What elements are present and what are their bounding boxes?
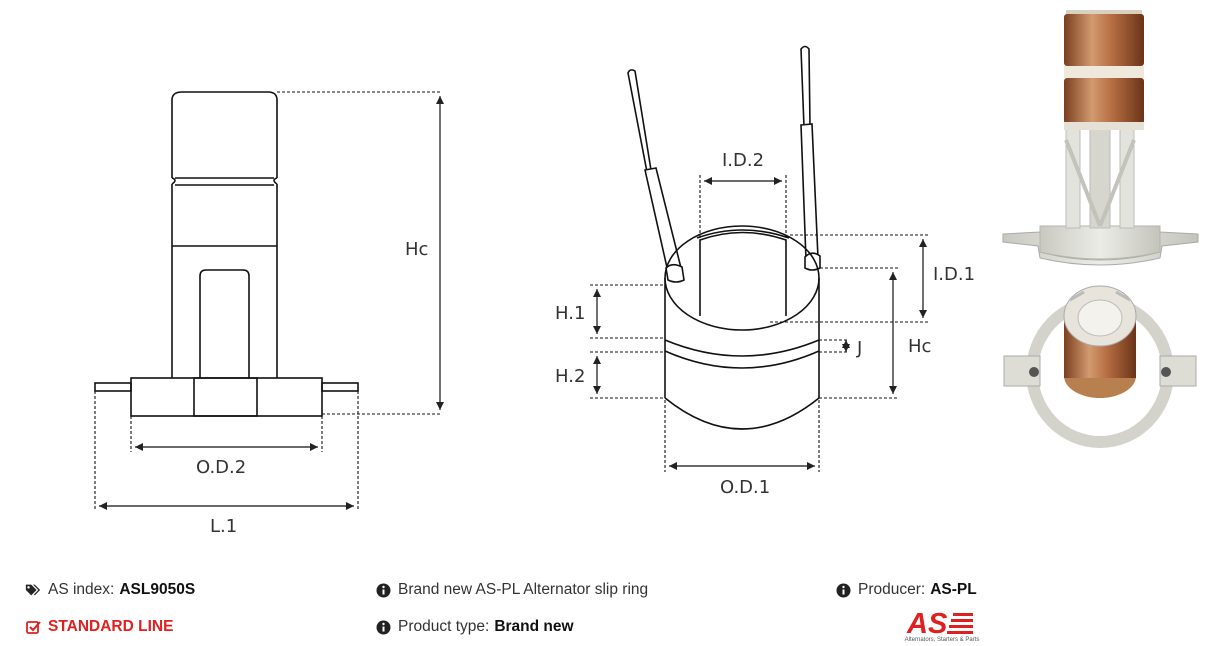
description-text: Brand new AS-PL Alternator slip ring bbox=[398, 581, 649, 598]
as-pl-logo: AS Alternators, Starters & Parts bbox=[887, 607, 997, 645]
product-type-label: Product type: bbox=[398, 618, 490, 635]
od2-label: O.D.2 bbox=[196, 457, 246, 478]
od1-label: O.D.1 bbox=[720, 477, 770, 498]
logo-tagline: Alternators, Starters & Parts bbox=[904, 637, 980, 643]
product-type-row: Product type: Brand new bbox=[375, 618, 574, 636]
as-logo-mark: AS bbox=[906, 608, 973, 640]
slip-ring-drawing bbox=[627, 45, 821, 430]
info-circle-icon bbox=[375, 619, 391, 635]
product-photo-top bbox=[1003, 285, 1197, 448]
as-index-label: AS index: bbox=[48, 581, 115, 598]
h2-label: H.2 bbox=[555, 366, 585, 387]
side-view-drawing bbox=[94, 91, 359, 417]
standard-line-text: STANDARD LINE bbox=[48, 618, 174, 635]
l1-label: L.1 bbox=[210, 516, 237, 537]
id2-label: I.D.2 bbox=[722, 150, 764, 171]
producer-value: AS-PL bbox=[930, 581, 977, 598]
slip-ring-technical-drawing: Hc O.D.2 L.1 bbox=[94, 10, 1199, 537]
hc-label-left: Hc bbox=[405, 239, 428, 260]
hc-label-right: Hc bbox=[908, 336, 931, 357]
as-index-value: ASL9050S bbox=[119, 581, 196, 598]
h1-label: H.1 bbox=[555, 303, 585, 324]
producer-label: Producer: bbox=[858, 581, 926, 598]
info-circle-icon bbox=[375, 582, 391, 598]
svg-text:AS: AS bbox=[906, 608, 948, 637]
product-photo-side bbox=[1002, 10, 1199, 266]
j-label: J bbox=[856, 338, 862, 359]
as-index-row: AS index: ASL9050S bbox=[25, 581, 195, 599]
side-view-dimensions bbox=[94, 91, 442, 510]
check-square-icon bbox=[25, 619, 41, 635]
tags-icon bbox=[25, 582, 41, 598]
product-type-value: Brand new bbox=[494, 618, 574, 635]
info-circle-icon bbox=[835, 582, 851, 598]
slip-ring-dimensions bbox=[590, 175, 928, 472]
standard-line-badge: STANDARD LINE bbox=[25, 618, 173, 636]
producer-row: Producer: AS-PL bbox=[835, 581, 977, 599]
description-row: Brand new AS-PL Alternator slip ring bbox=[375, 581, 648, 599]
id1-label: I.D.1 bbox=[933, 264, 975, 285]
